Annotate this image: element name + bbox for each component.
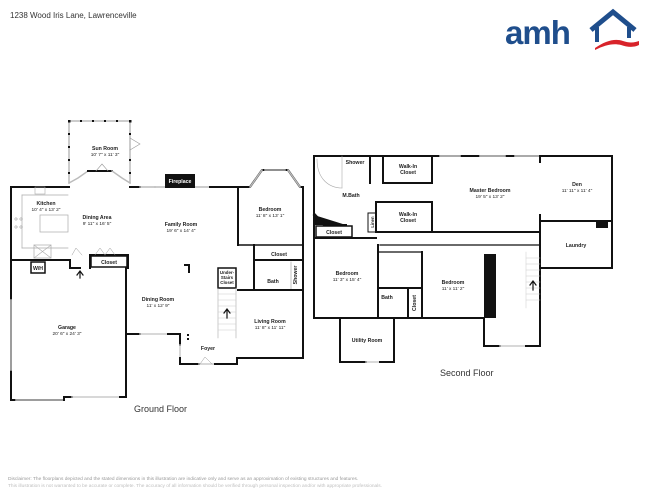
ground-closet-label: Closet (271, 252, 287, 258)
walk-in-closet-1-l1: Walk-In (399, 164, 417, 170)
kitchen-dim: 10' 4" x 13' 2" (32, 207, 61, 213)
foyer-label: Foyer (201, 346, 215, 352)
dining-room-dim: 11' x 12' 9" (147, 303, 170, 309)
kitchen-label: Kitchen (36, 201, 55, 207)
upper-bedroom-right-label: Bedroom (442, 280, 465, 286)
dining-area-label: Dining Area (83, 215, 112, 221)
upper-bedroom-right-dim: 11' x 11' 2" (442, 286, 465, 292)
garage-closet-label: Closet (101, 260, 117, 266)
ground-shower-label: Shower (293, 266, 299, 285)
fireplace-label: Fireplace (169, 179, 192, 185)
family-room-label: Family Room (165, 222, 198, 228)
den-label: Den (572, 182, 582, 188)
living-room-dim: 11' 8" x 11' 11" (255, 325, 286, 331)
linen-label: Linen (370, 216, 375, 228)
ground-bedroom-dim: 11' 8" x 13' 1" (256, 213, 285, 219)
dining-area-dim: 9' 11" x 16' 5" (83, 221, 112, 227)
upper-bath-label: Bath (381, 295, 393, 301)
dining-room-label: Dining Room (142, 297, 175, 303)
sun-room-walls (67, 120, 141, 185)
ground-bath-label: Bath (267, 279, 279, 285)
sun-room-dim: 10' 7" x 11' 3" (91, 152, 120, 158)
upper-bedroom-left-dim: 11' 3" x 15' 4" (333, 277, 362, 283)
under-stairs-label-1: Under- (220, 270, 235, 275)
laundry-label: Laundry (566, 243, 587, 249)
master-bedroom-dim: 19' 5" x 13' 2" (476, 194, 505, 200)
den-dim: 11' 11" x 11' 4" (562, 188, 593, 194)
utility-room-label: Utility Room (352, 338, 383, 344)
wh-label: W/H (33, 266, 43, 272)
under-stairs-label-2: Stairs (221, 275, 234, 280)
walk-in-closet-1-l2: Closet (400, 170, 416, 176)
disclaimer-line-2: This illustration is not warranted to be… (8, 484, 383, 488)
sun-room-label: Sun Room (92, 146, 118, 152)
ground-floor-label: Ground Floor (134, 404, 188, 414)
ground-bedroom-label: Bedroom (259, 207, 282, 213)
upper-closet-bath-label: Closet (412, 295, 418, 311)
upper-closet-label: Closet (326, 230, 342, 236)
master-bedroom-label: Master Bedroom (470, 188, 511, 194)
garage-label: Garage (58, 325, 76, 331)
fireplace-block (165, 174, 195, 188)
second-floor-label: Second Floor (440, 368, 494, 378)
under-stairs-label-3: Closet (220, 280, 234, 285)
amh-logo: amh (505, 8, 640, 53)
upper-shower-label: Shower (346, 160, 365, 166)
property-address: 1238 Wood Iris Lane, Lawrenceville (10, 11, 137, 20)
family-room-dim: 19' 6" x 14' 4" (167, 228, 196, 234)
walk-in-closet-2-l1: Walk-In (399, 212, 417, 218)
disclaimer-line-1: Disclaimer: The floorplans depicted and … (8, 477, 359, 482)
mbath-label: M.Bath (342, 193, 359, 199)
upper-bedroom-left-label: Bedroom (336, 271, 359, 277)
living-room-label: Living Room (254, 319, 286, 325)
house-roof-icon (589, 8, 639, 50)
garage-dim: 20' 6" x 24' 3" (53, 331, 82, 337)
logo-text: amh (505, 14, 571, 51)
walk-in-closet-2-l2: Closet (400, 218, 416, 224)
disclaimer: Disclaimer: The floorplans depicted and … (8, 476, 382, 488)
